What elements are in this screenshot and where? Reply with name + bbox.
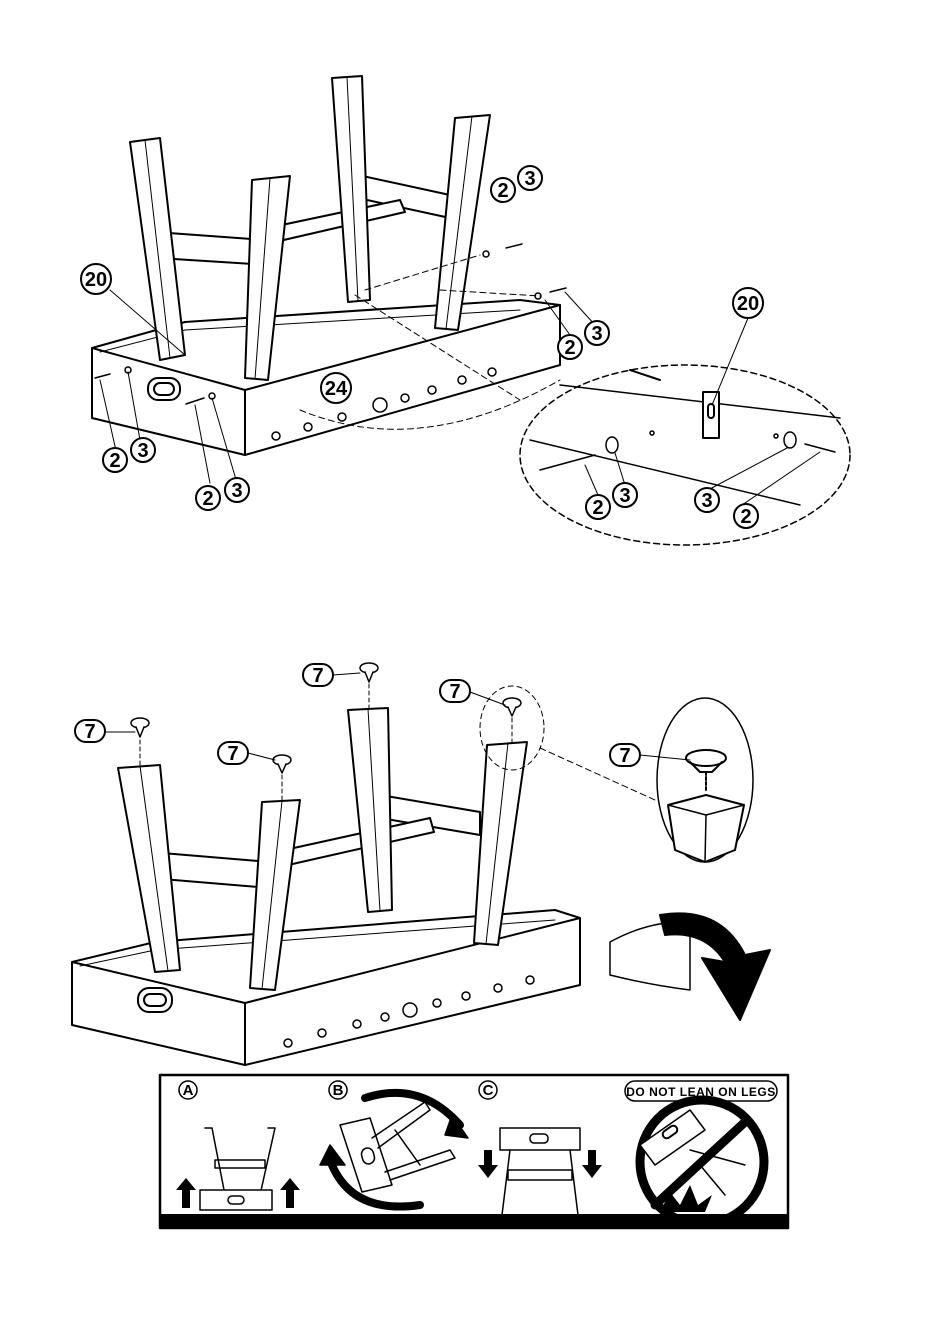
callout-3: 3 <box>701 490 712 512</box>
panel-b-label: B <box>333 1082 344 1099</box>
callout-3: 3 <box>137 440 148 462</box>
callout-2: 2 <box>564 337 575 359</box>
callout-2: 2 <box>592 497 603 519</box>
callout-3: 3 <box>231 480 242 502</box>
callout-7: 7 <box>227 743 238 765</box>
step2-table-assembly <box>72 663 770 1065</box>
callout-7: 7 <box>84 721 95 743</box>
callout-7: 7 <box>449 681 460 703</box>
callout-20: 20 <box>85 269 107 291</box>
panel-a-label: A <box>183 1082 194 1099</box>
callout-2: 2 <box>740 506 751 528</box>
callout-3: 3 <box>591 323 602 345</box>
callout-3: 3 <box>619 485 630 507</box>
warning-text: DO NOT LEAN ON LEGS <box>626 1085 776 1099</box>
panel-c-label: C <box>483 1082 494 1099</box>
callout-3: 3 <box>524 168 535 190</box>
callout-2: 2 <box>497 180 508 202</box>
callout-2: 2 <box>109 450 120 472</box>
callout-7: 7 <box>619 745 630 767</box>
callout-2: 2 <box>202 488 213 510</box>
callout-24: 24 <box>325 378 348 400</box>
callout-20: 20 <box>737 293 759 315</box>
callout-7: 7 <box>312 665 323 687</box>
